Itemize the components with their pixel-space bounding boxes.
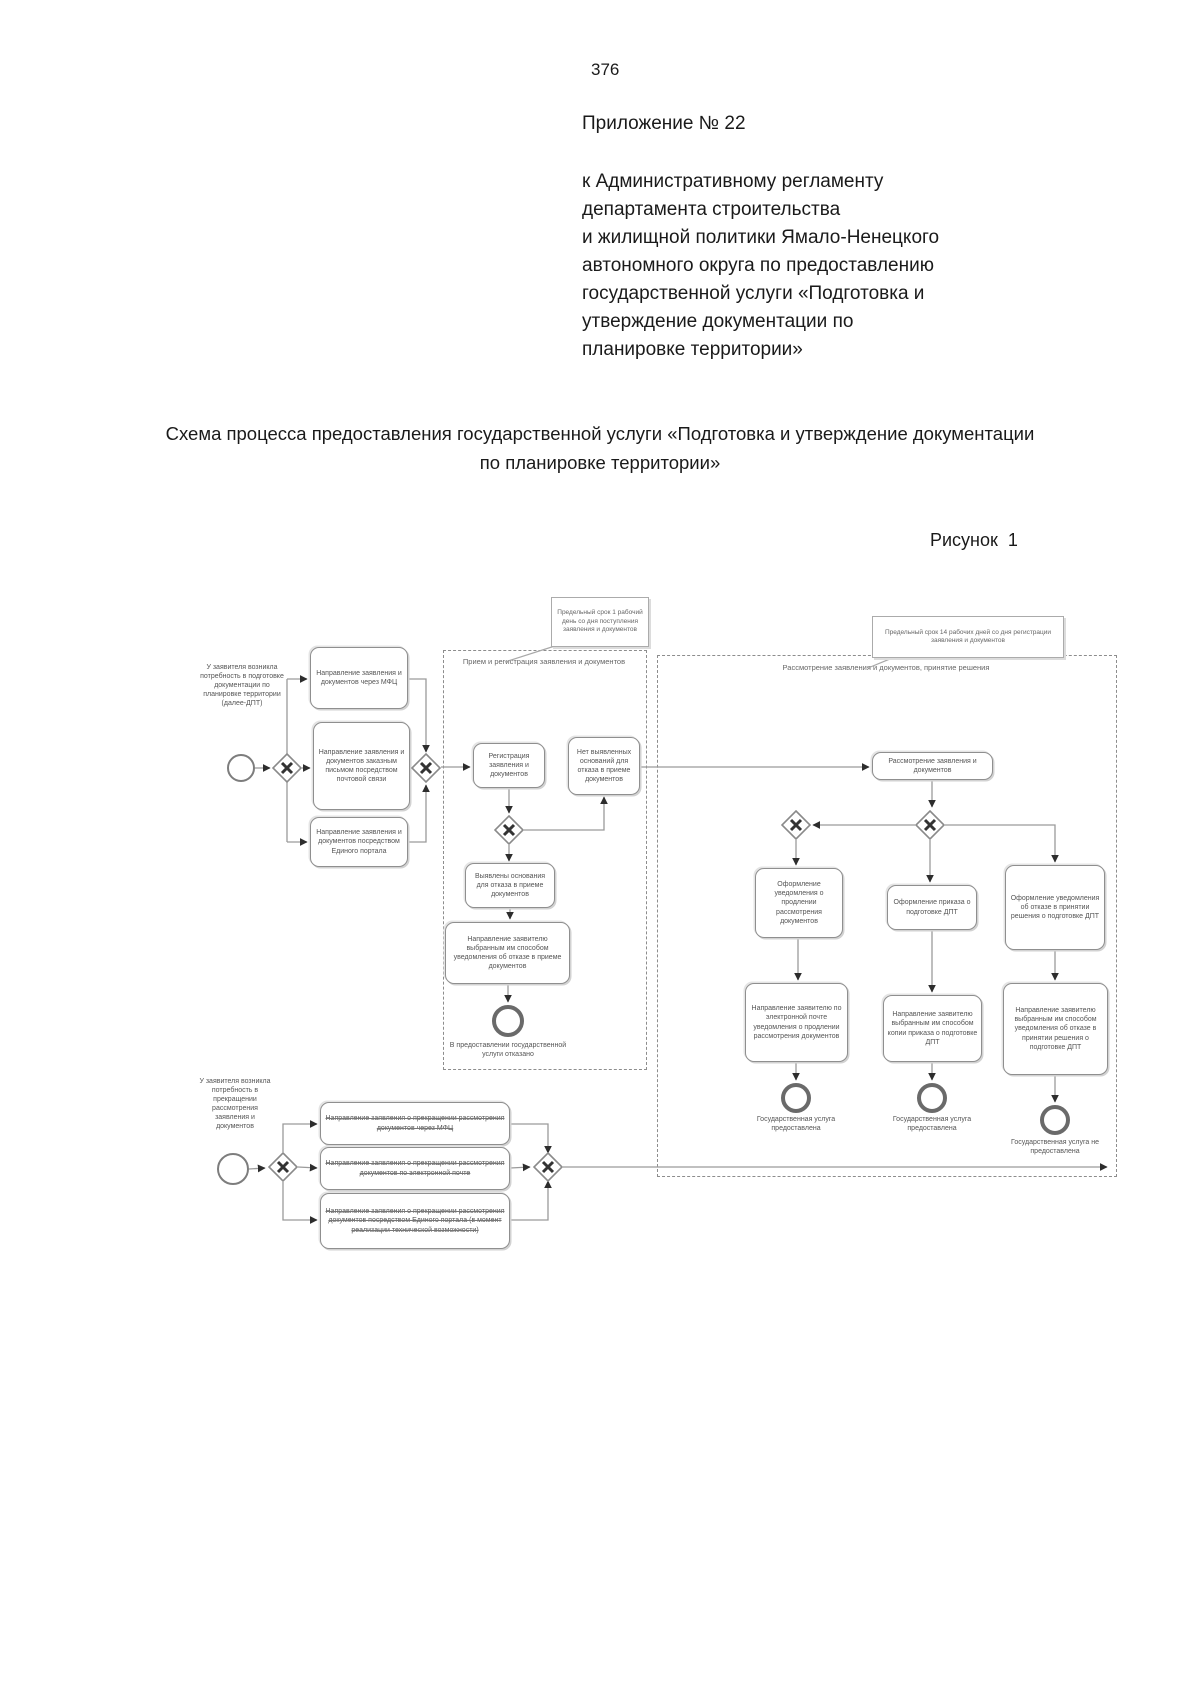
appendix-text: к Административному регламенту департаме… — [582, 168, 1062, 364]
start-event-icon — [217, 1153, 249, 1185]
appendix-title: Приложение № 22 — [582, 113, 746, 134]
task-channel-mfc: Направление заявления и документов через… — [310, 647, 408, 709]
end-provided-label: Государственная услуга предоставлена — [756, 1116, 836, 1133]
task-channel-portal: Направление заявления и документов посре… — [310, 817, 408, 867]
task-send-extend: Направление заявителю по электронной поч… — [745, 983, 848, 1062]
task-cancel-email: Направление заявления о прекращении расс… — [320, 1147, 510, 1190]
figure-label: Рисунок 1 — [930, 530, 1018, 550]
exclusive-gateway-icon — [493, 814, 525, 846]
end-event-icon — [492, 1005, 524, 1037]
appendix-line: планировке территории» — [582, 339, 803, 360]
exclusive-gateway-icon — [914, 809, 946, 841]
note-deadline-review: Предельный срок 14 рабочих дней со дня р… — [872, 616, 1064, 658]
task-send-order: Направление заявителю выбранным им спосо… — [883, 995, 982, 1062]
appendix-line: и жилищной политики Ямало-Ненецкого — [582, 227, 940, 248]
start-event-icon — [227, 754, 255, 782]
appendix-line: к Административному регламенту — [582, 171, 884, 192]
lane-reception — [443, 650, 647, 1070]
task-grounds-found: Выявлены основания для отказа в приеме д… — [465, 863, 555, 908]
exclusive-gateway-icon — [267, 1151, 299, 1183]
task-register: Регистрация заявления и документов — [473, 743, 545, 788]
task-order: Оформление приказа о подготовке ДПТ — [887, 885, 977, 930]
exclusive-gateway-icon — [271, 752, 303, 784]
appendix-line: департамента строительства — [582, 199, 841, 220]
appendix-line: утверждение документации по — [582, 311, 854, 332]
exclusive-gateway-icon — [780, 809, 812, 841]
process-diagram: Прием и регистрация заявления и документ… — [0, 555, 1200, 1290]
task-no-grounds: Нет выявленных оснований для отказа в пр… — [568, 737, 640, 795]
task-refuse-decision: Оформление уведомления об отказе в приня… — [1005, 865, 1105, 950]
end-provided-label: Государственная услуга предоставлена — [892, 1116, 972, 1133]
task-cancel-mfc: Направление заявления о прекращении расс… — [320, 1102, 510, 1145]
end-event-icon — [917, 1083, 947, 1113]
end-event-icon — [1040, 1105, 1070, 1135]
task-cancel-portal: Направление заявления о прекращении расс… — [320, 1193, 510, 1249]
end-event-icon — [781, 1083, 811, 1113]
end-refused-label: В предоставлении государственной услуги … — [449, 1042, 567, 1059]
end-not-provided-label: Государственная услуга не предоставлена — [1011, 1139, 1099, 1156]
task-channel-mail: Направление заявления и документов заказ… — [313, 722, 410, 810]
start-request-label: У заявителя возникла потребность в подго… — [200, 664, 284, 708]
task-refusal-notice: Направление заявителю выбранным им спосо… — [445, 922, 570, 984]
connector-lines — [248, 644, 1108, 1224]
appendix-line: автономного округа по предоставлению — [582, 255, 934, 276]
note-deadline-registration: Предельный срок 1 рабочий день со дня по… — [551, 597, 649, 647]
lane-reception-title: Прием и регистрация заявления и документ… — [462, 657, 626, 666]
task-send-refusal: Направление заявителю выбранным им спосо… — [1003, 983, 1108, 1075]
appendix-line: государственной услуги «Подготовка и — [582, 283, 925, 304]
exclusive-gateway-icon — [410, 752, 442, 784]
task-review: Рассмотрение заявления и документов — [872, 752, 993, 780]
task-extend-notice: Оформление уведомления о продлении рассм… — [755, 868, 843, 938]
lane-review-title: Рассмотрение заявления и документов, при… — [782, 663, 990, 672]
exclusive-gateway-icon — [532, 1151, 564, 1183]
scheme-title: Схема процесса предоставления государств… — [165, 423, 1035, 473]
start-cancel-label: У заявителя возникла потребность в прекр… — [199, 1078, 271, 1131]
page-number: 376 — [591, 60, 620, 79]
